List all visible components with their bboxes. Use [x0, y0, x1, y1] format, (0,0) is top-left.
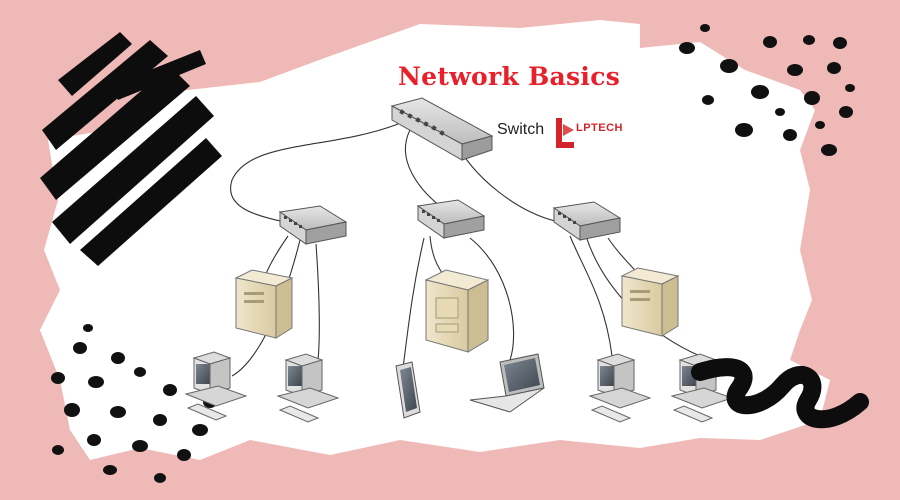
switch-right	[552, 201, 622, 241]
server-right	[620, 267, 680, 337]
server-middle	[424, 269, 490, 353]
desktop-computer-3	[588, 353, 652, 423]
page-title: Network Basics	[398, 62, 621, 91]
switch-middle	[416, 199, 486, 239]
desktop-computer-1	[184, 351, 248, 421]
lptech-logo: LPTECH	[554, 116, 644, 150]
brush-strokes-top-left	[40, 32, 222, 266]
core-switch	[390, 97, 494, 161]
tablet-device	[395, 361, 421, 419]
server-left	[234, 269, 294, 339]
dots-top-right	[679, 24, 855, 156]
switch-left	[278, 205, 348, 245]
switch-label: Switch	[497, 121, 545, 138]
logo-text: LPTECH	[576, 122, 623, 134]
laptop-computer	[469, 353, 545, 413]
white-panel	[40, 20, 830, 460]
brush-squiggle-bottom-right	[691, 358, 869, 429]
logo-mark-icon	[556, 118, 574, 148]
desktop-computer-2	[276, 353, 340, 423]
dots-bottom-left	[51, 324, 217, 483]
